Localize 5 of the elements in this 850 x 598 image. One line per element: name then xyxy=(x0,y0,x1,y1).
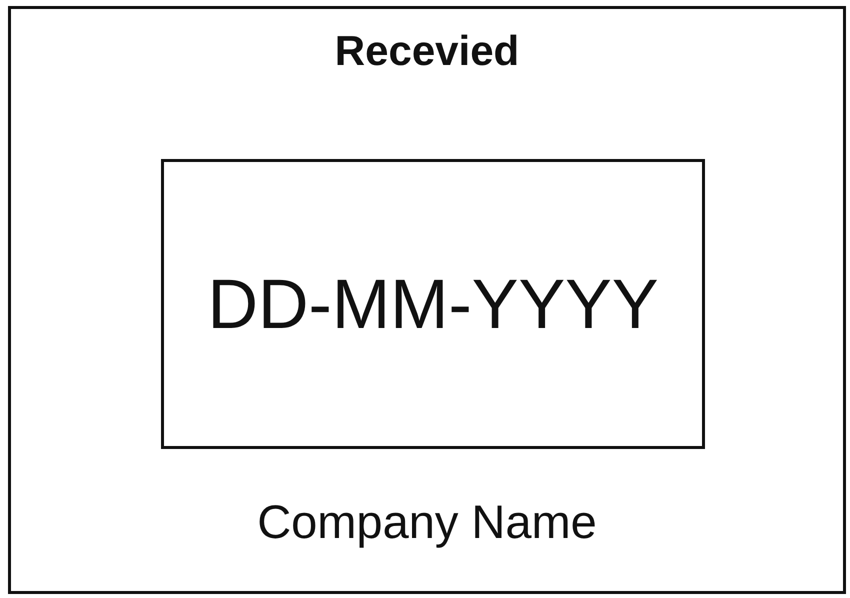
company-name-text: Company Name xyxy=(257,494,597,549)
stamp-heading: Recevied xyxy=(334,27,520,75)
date-field: DD-MM-YYYY xyxy=(207,264,659,344)
date-box xyxy=(161,159,705,449)
stamp-frame xyxy=(8,6,846,594)
